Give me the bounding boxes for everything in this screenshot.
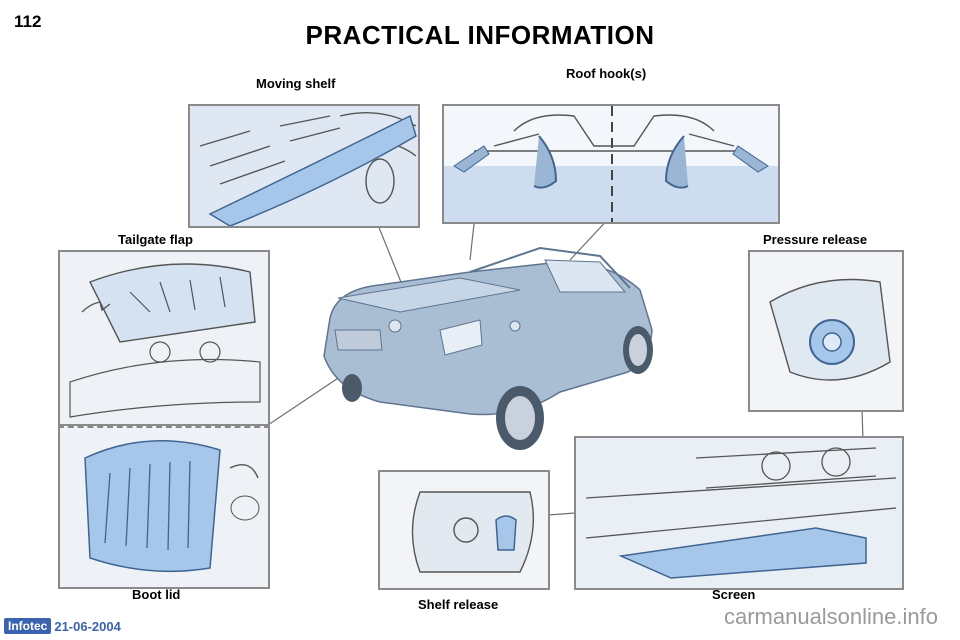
footer: Infotec 21-06-2004 bbox=[4, 618, 121, 634]
shelf-release-panel bbox=[378, 470, 550, 590]
label-shelf-release: Shelf release bbox=[418, 597, 499, 612]
page-title: PRACTICAL INFORMATION bbox=[305, 20, 655, 50]
roof-hooks-panel bbox=[442, 104, 780, 224]
label-pressure-release: Pressure release bbox=[763, 232, 868, 247]
page-number: 112 bbox=[14, 12, 42, 31]
footer-date: 21-06-2004 bbox=[54, 618, 121, 634]
label-tailgate-flap: Tailgate flap bbox=[118, 232, 193, 247]
label-moving-shelf: Moving shelf bbox=[256, 76, 336, 91]
label-roof-hooks: Roof hook(s) bbox=[566, 66, 647, 81]
pressure-release-panel bbox=[748, 250, 904, 412]
label-screen: Screen bbox=[712, 587, 756, 602]
screen-panel bbox=[574, 436, 904, 590]
leader-line-moving-shelf bbox=[377, 224, 406, 293]
car-shape bbox=[323, 246, 653, 450]
moving-shelf-panel bbox=[188, 104, 420, 228]
label-boot-lid: Boot lid bbox=[132, 587, 181, 602]
tailgate-flap-panel bbox=[58, 250, 270, 426]
watermark: carmanualsonline.info bbox=[723, 604, 938, 629]
infotec-logo: Infotec bbox=[4, 618, 52, 634]
boot-lid-panel bbox=[58, 426, 270, 589]
